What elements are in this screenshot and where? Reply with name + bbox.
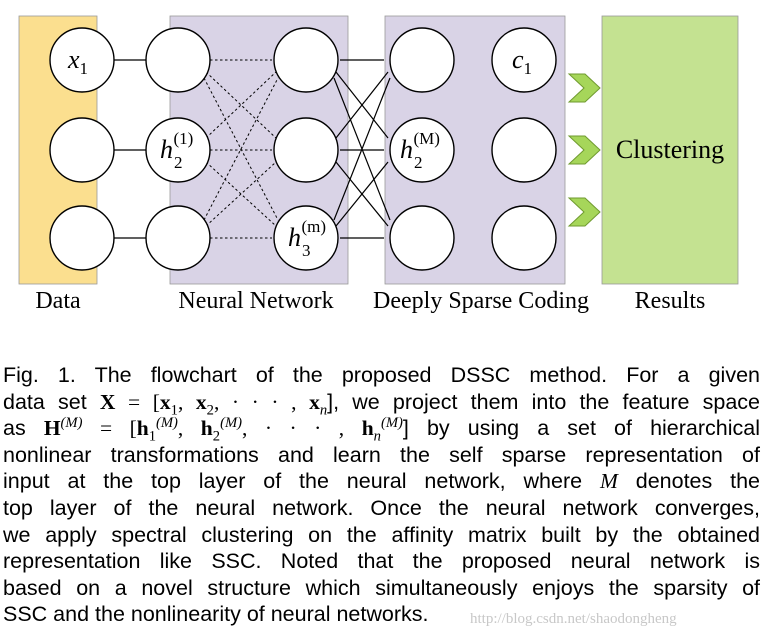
node-input-3	[49, 205, 115, 271]
arrow-icon-3	[567, 197, 601, 227]
node-layerM-1	[389, 27, 455, 93]
arrow-icon-2	[567, 135, 601, 165]
node-layerm-2	[273, 117, 339, 183]
figure-caption: Fig. 1. The flowchart of the proposed DS…	[3, 362, 760, 628]
caption-line-10: SSC and the nonlinearity of neural netwo…	[3, 602, 429, 627]
stage-label-data: Data	[35, 288, 81, 314]
caption-line-1: Fig. 1. The flowchart of the proposed DS…	[3, 363, 760, 387]
results-panel	[601, 15, 739, 285]
watermark: http://blog.csdn.net/shaodongheng	[470, 611, 677, 627]
dotted-connections	[203, 59, 279, 239]
stage-label-neural-network: Neural Network	[178, 288, 333, 314]
node-input-1	[49, 27, 115, 93]
node-layer1-1	[145, 27, 211, 93]
caption-line-8: representation like SSC. Noted that the …	[3, 549, 760, 574]
cross-connections	[333, 59, 391, 239]
node-code-2	[491, 117, 557, 183]
node-code-3	[491, 205, 557, 271]
stage-label-sparse-coding: Deeply Sparse Coding	[373, 288, 589, 314]
caption-line-6: top layer of the neural network. Once th…	[3, 495, 760, 520]
node-layerm-1	[273, 27, 339, 93]
nodes	[49, 27, 557, 271]
results-box-label: Clustering	[616, 135, 724, 164]
node-layer1-3	[145, 205, 211, 271]
node-code-1	[491, 27, 557, 93]
caption-line-3: as H(M) = [h1(M), h2(M), · · · , hn(M)] …	[3, 415, 761, 445]
node-layerM-2	[389, 117, 455, 183]
node-layerm-3	[273, 205, 339, 271]
caption-line-5: input at the top layer of the neural net…	[3, 469, 760, 494]
label-c1: c1	[512, 45, 532, 78]
dssc-flowchart: x1 h2(1) h3(m) h2(M) c1 Clustering Data …	[18, 15, 739, 314]
caption-line-9: based on a novel structure which simulta…	[3, 575, 760, 600]
label-h2-M: h2(M)	[400, 129, 440, 172]
node-input-2	[49, 117, 115, 183]
label-x1: x1	[67, 45, 88, 78]
node-layer1-2	[145, 117, 211, 183]
caption-line-2: data set X = [x1, x2, · · · , xn], we pr…	[3, 389, 760, 418]
caption-line-4: nonlinear transformations and learn the …	[3, 442, 760, 467]
arrows	[567, 73, 601, 227]
arrow-icon-1	[567, 73, 601, 103]
caption-line-7: we apply spectral clustering on the affi…	[3, 522, 760, 547]
label-h3-m: h3(m)	[288, 217, 326, 260]
node-layerM-3	[389, 205, 455, 271]
label-h2-1: h2(1)	[160, 129, 193, 172]
stage-label-results: Results	[635, 288, 706, 314]
